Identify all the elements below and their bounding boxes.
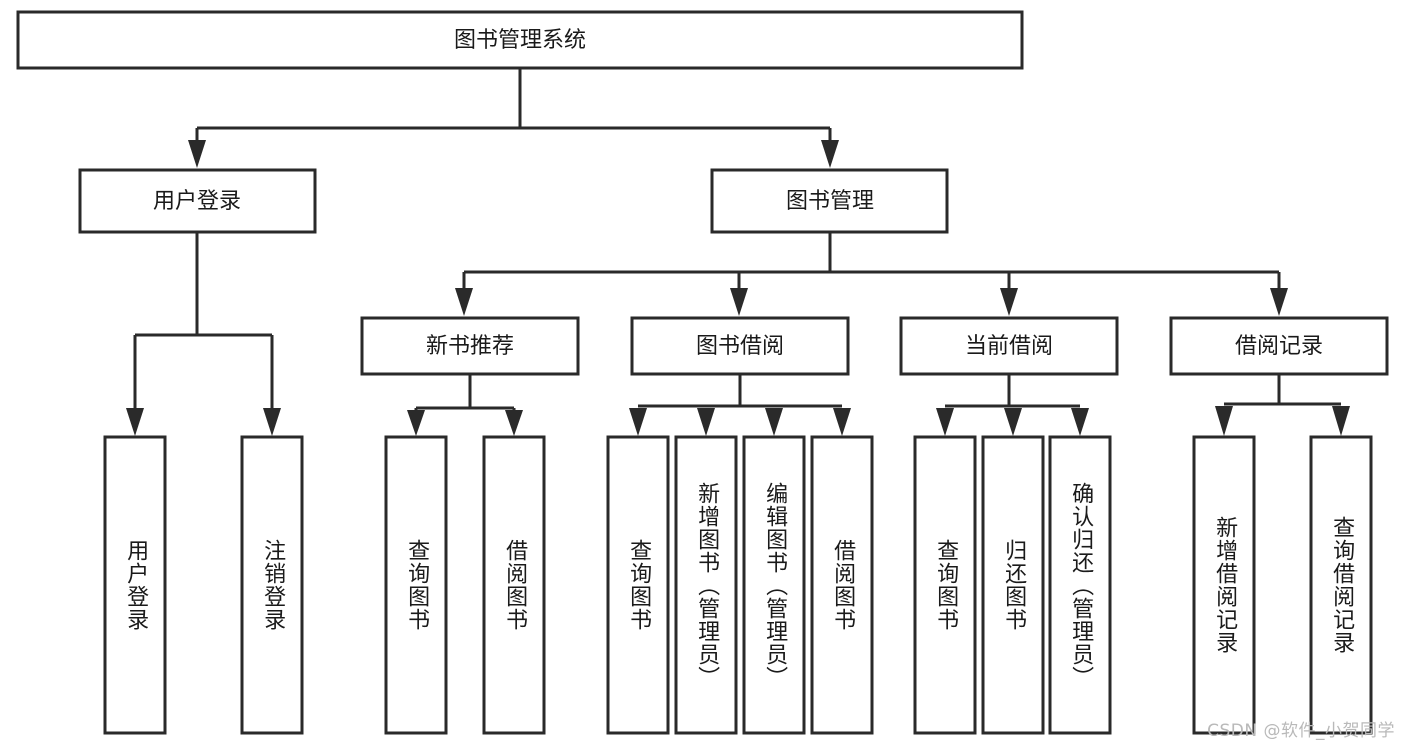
node-borrow-record-box[interactable] — [1169, 316, 1389, 376]
leaf-newbook-query-box[interactable] — [384, 435, 448, 735]
leaf-currentborrow-confirm-box[interactable] — [1048, 435, 1112, 735]
node-current-borrow-box[interactable] — [899, 316, 1119, 376]
arrowhead-borrowrecord-leaf-1 — [1215, 406, 1233, 436]
leaf-currentborrow-query-box[interactable] — [913, 435, 977, 735]
arrowhead-root-to-userlogin — [188, 140, 206, 168]
arrowhead-currentborrow-leaf-1 — [936, 408, 954, 436]
arrowhead-bookborrow-leaf-4 — [833, 408, 851, 436]
node-book-management-label: 图书管理 — [786, 189, 874, 214]
leaf-bookborrow-edit-box[interactable] — [742, 435, 806, 735]
leaf-bookborrow-query-box[interactable] — [606, 435, 670, 735]
leaf-bookborrow-borrow-box[interactable] — [810, 435, 874, 735]
node-user-login-label: 用户登录 — [153, 189, 241, 214]
arrowhead-userlogin-leaf-2 — [263, 408, 281, 436]
arrowhead-currentborrow-leaf-2 — [1004, 408, 1022, 436]
node-borrow-record-label: 借阅记录 — [1235, 334, 1323, 359]
arrowhead-newbook-leaf-2 — [505, 410, 523, 436]
arrowhead-bookborrow-leaf-1 — [629, 408, 647, 436]
leaf-borrowrecord-add-box[interactable] — [1192, 435, 1256, 735]
node-book-borrow-box[interactable] — [630, 316, 850, 376]
leaf-user-login-box[interactable] — [103, 435, 167, 735]
watermark-text: CSDN @软件_小贺同学 — [1207, 721, 1395, 741]
arrowhead-bookmgmt-child-4 — [1270, 288, 1288, 316]
node-root-label: 图书管理系统 — [454, 28, 586, 53]
arrowhead-currentborrow-leaf-3 — [1071, 408, 1089, 436]
leaf-bookborrow-add-box[interactable] — [674, 435, 738, 735]
arrowhead-bookborrow-leaf-2 — [697, 408, 715, 436]
arrowhead-borrowrecord-leaf-2 — [1332, 406, 1350, 436]
node-book-management-box[interactable] — [710, 168, 949, 234]
arrowhead-userlogin-leaf-1 — [126, 408, 144, 436]
node-book-borrow-label: 图书借阅 — [696, 334, 784, 359]
arrowhead-bookborrow-leaf-3 — [765, 408, 783, 436]
leaf-currentborrow-return-box[interactable] — [981, 435, 1045, 735]
node-root-box[interactable] — [16, 10, 1024, 70]
node-new-book-recommend-label: 新书推荐 — [426, 334, 514, 359]
arrowhead-bookmgmt-child-1 — [455, 288, 473, 316]
node-current-borrow-label: 当前借阅 — [965, 334, 1053, 359]
leaf-newbook-borrow-box[interactable] — [482, 435, 546, 735]
arrowhead-root-to-bookmgmt — [821, 140, 839, 168]
leaf-logout-box[interactable] — [240, 435, 304, 735]
leaf-borrowrecord-query-box[interactable] — [1309, 435, 1373, 735]
arrowhead-bookmgmt-child-3 — [1000, 288, 1018, 316]
arrowhead-newbook-leaf-1 — [407, 410, 425, 436]
arrowhead-bookmgmt-child-2 — [730, 288, 748, 316]
node-new-book-recommend-box[interactable] — [360, 316, 580, 376]
